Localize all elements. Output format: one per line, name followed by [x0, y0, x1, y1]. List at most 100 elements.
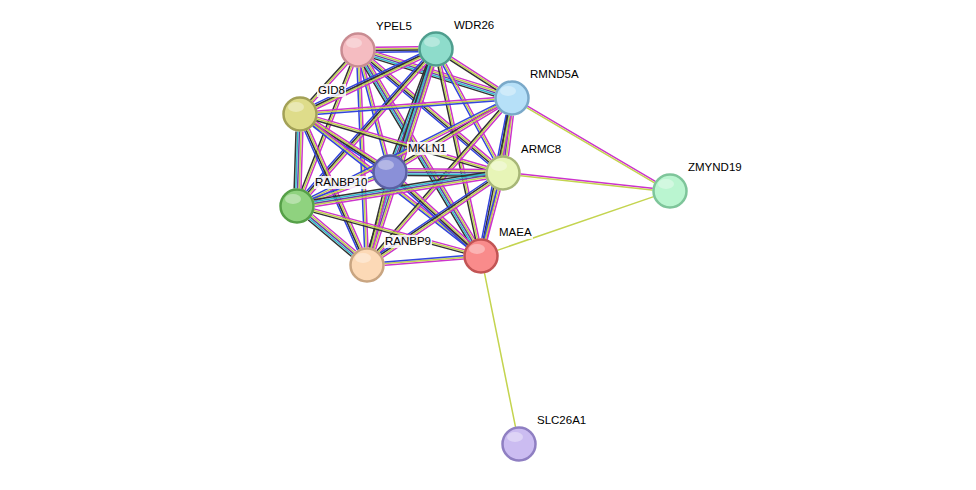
node-circle-shape — [496, 82, 529, 115]
evidence-line — [451, 59, 497, 88]
node-circle-shape — [503, 428, 536, 461]
node-label: ZMYND19 — [687, 161, 743, 174]
node-label: GID8 — [317, 84, 346, 97]
evidence-line — [521, 174, 652, 188]
protein-node: YPEL5 — [340, 32, 376, 68]
protein-node: GID8 — [282, 96, 318, 132]
evidence-line — [376, 49, 418, 51]
evidence-line — [373, 66, 431, 248]
evidence-line — [314, 212, 463, 253]
evidence-line — [484, 190, 497, 238]
node-circle-shape — [351, 249, 384, 282]
interaction-edge — [312, 105, 496, 200]
node-highlight — [378, 160, 394, 170]
node-label: MKLN1 — [407, 142, 447, 155]
node-label: RANBP10 — [314, 176, 368, 189]
node-circle — [340, 32, 376, 68]
protein-node: ARMC8 — [485, 155, 521, 191]
node-label: WDR26 — [453, 19, 495, 32]
evidence-line — [314, 211, 463, 252]
protein-node: RANBP9 — [349, 247, 385, 283]
protein-node: MAEA — [463, 238, 499, 274]
interaction-edge — [309, 215, 356, 256]
node-label: ARMC8 — [520, 143, 562, 156]
evidence-line — [406, 109, 497, 164]
interaction-edge — [498, 197, 653, 250]
evidence-line — [376, 48, 418, 50]
node-circle-shape — [374, 156, 407, 189]
node-highlight — [491, 161, 507, 171]
node-circle — [494, 80, 530, 116]
evidence-line — [408, 171, 485, 173]
evidence-line — [318, 98, 494, 111]
interaction-edge — [521, 174, 652, 190]
evidence-line — [318, 101, 494, 114]
evidence-line — [309, 220, 351, 256]
evidence-line — [311, 218, 353, 254]
evidence-line — [364, 67, 469, 242]
protein-node: RMND5A — [494, 80, 530, 116]
node-circle — [463, 238, 499, 274]
evidence-line — [385, 256, 463, 262]
interaction-edge — [294, 132, 303, 188]
evidence-line — [313, 215, 355, 251]
interaction-edge — [408, 169, 485, 176]
interaction-edge — [376, 47, 418, 53]
node-highlight — [424, 37, 440, 47]
node-label: RMND5A — [529, 68, 580, 81]
node-circle — [282, 96, 318, 132]
evidence-line — [408, 168, 485, 170]
node-circle — [279, 188, 315, 224]
evidence-line — [294, 132, 296, 188]
interaction-edge — [369, 65, 434, 249]
evidence-line — [408, 170, 485, 172]
protein-node: ZMYND19 — [652, 173, 688, 209]
node-highlight — [500, 86, 516, 96]
node-label: RANBP9 — [384, 235, 432, 248]
protein-node: MKLN1 — [372, 154, 408, 190]
evidence-line — [452, 57, 498, 87]
node-circle — [372, 154, 408, 190]
evidence-line — [314, 125, 467, 245]
interaction-edge — [318, 98, 494, 115]
evidence-line — [313, 65, 347, 102]
protein-node: RANBP10 — [279, 188, 315, 224]
interaction-edge — [485, 274, 516, 427]
evidence-line — [314, 108, 497, 200]
interaction-edge — [311, 62, 347, 102]
node-circle-shape — [487, 157, 520, 190]
evidence-line — [498, 197, 653, 250]
node-circle — [501, 426, 537, 462]
node-label: MAEA — [498, 226, 533, 239]
node-highlight — [288, 102, 304, 112]
node-highlight — [355, 253, 371, 263]
node-circle-shape — [420, 33, 453, 66]
evidence-line — [312, 63, 346, 100]
evidence-line — [376, 46, 418, 48]
evidence-line — [521, 176, 652, 190]
node-label: SLC26A1 — [536, 414, 587, 427]
node-circle — [485, 155, 521, 191]
evidence-line — [318, 99, 494, 112]
interaction-edge — [313, 124, 468, 246]
interaction-edge — [314, 209, 464, 253]
node-highlight — [285, 194, 301, 204]
node-circle-shape — [284, 98, 317, 131]
protein-node: WDR26 — [418, 31, 454, 67]
node-highlight — [658, 179, 674, 189]
node-label: YPEL5 — [375, 20, 413, 33]
protein-node: SLC26A1 — [501, 426, 537, 462]
node-circle — [418, 31, 454, 67]
node-highlight — [469, 244, 485, 254]
interaction-edge — [313, 177, 373, 202]
evidence-line — [485, 274, 516, 427]
evidence-line — [486, 190, 499, 238]
node-highlight — [346, 38, 362, 48]
evidence-line — [310, 219, 352, 255]
node-circle-shape — [342, 34, 375, 67]
node-circle-shape — [465, 240, 498, 273]
interaction-edge — [385, 256, 463, 266]
node-circle-shape — [654, 175, 687, 208]
evidence-line — [312, 216, 354, 252]
